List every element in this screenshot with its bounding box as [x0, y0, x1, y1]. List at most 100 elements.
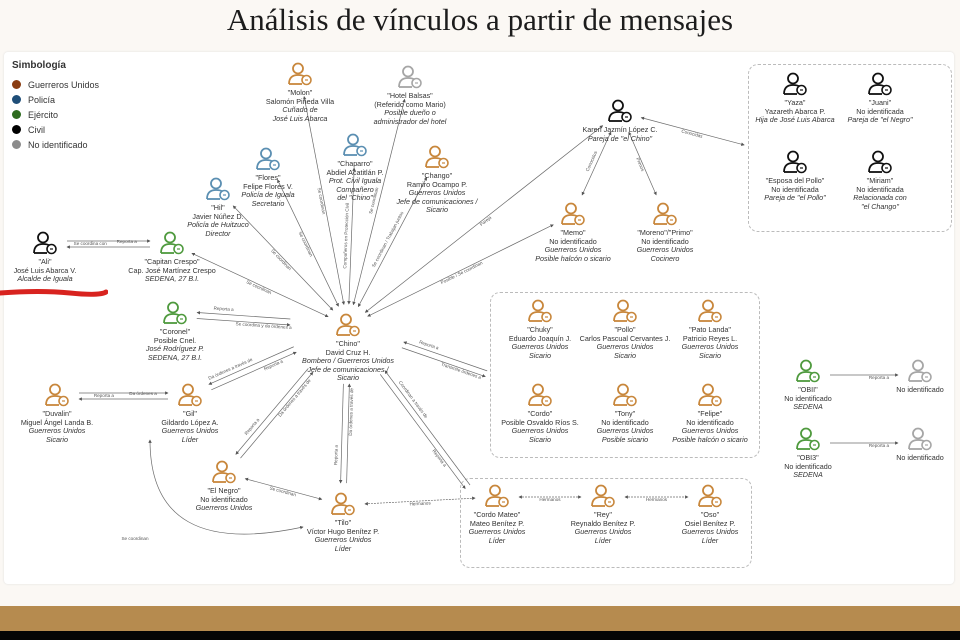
node-text-line: Prot. Civil Iguala [328, 176, 382, 186]
edge-label: Se coordinan [270, 248, 293, 271]
group-box-benitez [460, 478, 752, 568]
person-icon [698, 484, 722, 508]
node-text-line: Secretario [251, 198, 285, 208]
node-text-line: Pareja de "el Pollo" [764, 193, 826, 203]
person-icon [163, 301, 187, 325]
node-text-line: Gildardo López A. [161, 417, 219, 427]
node-text-line: Líder [334, 543, 352, 553]
node-text-line: administrador del hotel [373, 116, 447, 126]
node-text-line: "Chango" [421, 171, 453, 180]
person-node-ali: "Ali"José Luis Abarca V.Alcalde de Igual… [0, 231, 110, 284]
person-icon [783, 150, 807, 174]
node-text-line: Policía de Iguala [241, 190, 295, 200]
node-text-line: "Cordo Mateo" [473, 510, 521, 519]
legend-dot-icon [12, 125, 21, 134]
edge-arrow [208, 346, 294, 385]
edge-label: Se coordinan [246, 279, 273, 295]
node-text-line: "Chino" [336, 339, 360, 348]
legend-dot-icon [12, 110, 21, 119]
group-box-family [748, 64, 952, 232]
edge-label: Conocidos [585, 150, 599, 172]
node-text-line: Hija de José Luis Abarca [755, 115, 835, 125]
node-text-line: "OBI3" [797, 453, 819, 462]
node-text-line: Patricio Reyes L. [682, 333, 738, 343]
node-text-line: Sicario [426, 205, 448, 215]
node-text-line: No identificada [856, 184, 904, 194]
node-text-line: No identificada [856, 106, 904, 116]
edge-arrow [346, 383, 352, 484]
node-text-line: "Hil" [211, 203, 225, 212]
node-text-line: "Yaza" [784, 98, 806, 107]
node-text-line: Pareja de "el Chino" [587, 133, 653, 143]
node-text-line: Sicario [337, 373, 359, 383]
node-text-line: "Rey" [594, 510, 612, 519]
node-text-line: (Referido como Mario) [374, 99, 446, 109]
node-text-line: "Flores" [255, 173, 281, 182]
person-node-chuky: "Chuky"Eduardo Joaquín J.Guerreros Unido… [475, 299, 605, 360]
person-icon [331, 492, 355, 516]
person-icon [868, 150, 892, 174]
node-text-line: Guerreros Unidos [596, 342, 654, 352]
person-icon [485, 484, 509, 508]
node-text-line: Ramiro Ocampo P. [406, 179, 468, 189]
person-icon [698, 299, 722, 323]
edge-arrow [379, 374, 466, 490]
node-text-line: "el Chango" [861, 201, 899, 211]
node-text-line: Guerreros Unidos [596, 426, 654, 436]
person-node-hotel: "Hotel Balsas"(Referido como Mario)Posib… [345, 65, 475, 126]
edge-label: Da órdenes a través de [277, 378, 312, 418]
person-node-cordomateo: "Cordo Mateo"Mateo Benítez P.Guerreros U… [432, 484, 562, 545]
legend-dot-icon [12, 80, 21, 89]
person-node-pollo: "Pollo"Carlos Pascual Cervantes J.Guerre… [560, 299, 690, 360]
edge-label: Reporta a [94, 393, 115, 398]
edge-label: Se coordinan [121, 536, 149, 541]
person-icon [613, 299, 637, 323]
legend-item: Civil [12, 122, 99, 137]
node-text-line: Guerreros Unidos [28, 426, 86, 436]
node-text-line: Guerreros Unidos [468, 527, 526, 537]
person-icon [796, 359, 820, 383]
node-text-line: No identificado [686, 417, 734, 427]
node-text-line: Jefe de comunicaciones / [396, 196, 478, 206]
person-icon [528, 383, 552, 407]
person-icon [343, 133, 367, 157]
node-text-line: "Cordo" [527, 409, 553, 418]
node-text-line: "Gil" [183, 409, 197, 418]
edge-label: Reporta a [419, 339, 440, 350]
person-icon [160, 231, 184, 255]
node-text-line: Cap. José Martínez Crespo [128, 265, 216, 275]
node-text-line: Guerreros Unidos [511, 426, 569, 436]
person-icon [336, 313, 360, 337]
edge-label: Da órdenes a través de [348, 387, 354, 435]
node-text-line: "Chaparro" [337, 159, 373, 168]
node-text-line: Víctor Hugo Benítez P. [306, 526, 380, 536]
node-text-line: Alcalde de Iguala [17, 274, 73, 284]
node-text-line: "Pato Landa" [689, 325, 731, 334]
node-text-line: Guerreros Unidos [408, 188, 466, 198]
person-icon [796, 427, 820, 451]
node-text-line: Miguel Ángel Landa B. [20, 417, 94, 427]
page-title: Análisis de vínculos a partir de mensaje… [226, 2, 734, 37]
person-icon [212, 460, 236, 484]
person-node-cordo: "Cordo"Posible Osvaldo Ríos S.Guerreros … [475, 383, 605, 444]
person-node-rey: "Rey"Reynaldo Benítez P.Guerreros Unidos… [538, 484, 668, 545]
node-text-line: Posible Osvaldo Ríos S. [501, 417, 579, 427]
edge-label: Transmite órdenes a [440, 362, 482, 381]
node-text-line: Relacionada con [853, 193, 907, 203]
person-icon [783, 72, 807, 96]
node-text-line: Guerreros Unidos [681, 342, 739, 352]
legend-title: Simbología [12, 60, 66, 71]
legend-dot-icon [12, 95, 21, 104]
node-text-line: "El Negro" [207, 486, 241, 495]
edge-label: Se coordina y da órdenes a [235, 321, 292, 330]
person-node-karen: Karen Jazmín López C.Pareja de "el Chino… [555, 99, 685, 143]
legend-item: No identificado [12, 137, 99, 152]
edge-arrow [403, 341, 488, 372]
person-icon [45, 383, 69, 407]
person-node-ni1: No identificado [855, 359, 960, 395]
